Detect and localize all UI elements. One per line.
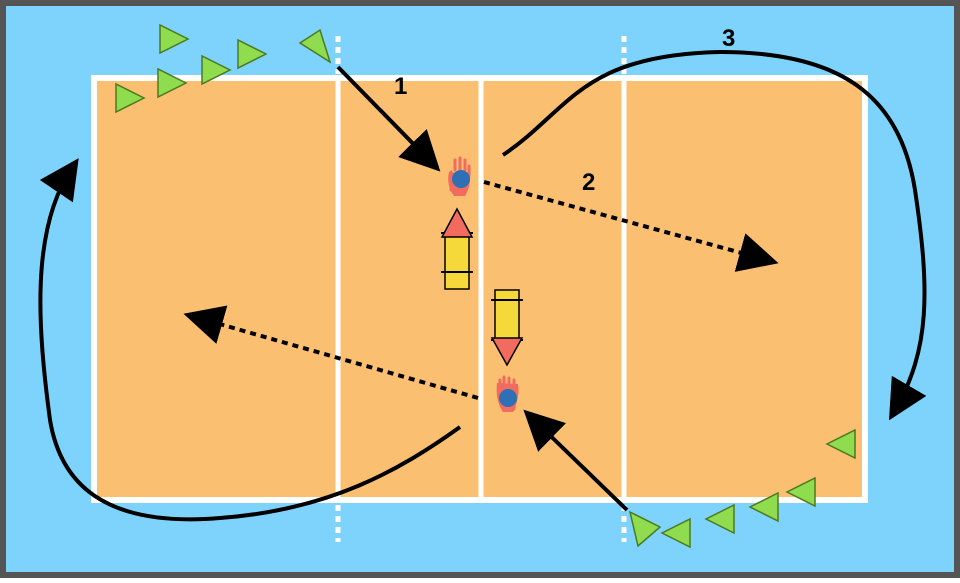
player-marker <box>115 82 146 114</box>
run-arrow-bottom <box>523 409 629 512</box>
bench-right <box>490 289 524 367</box>
player-marker <box>237 38 268 70</box>
player-marker <box>201 54 232 86</box>
player-marker <box>157 67 188 99</box>
player-marker <box>159 23 190 55</box>
player-marker <box>628 510 662 548</box>
step-label-2: 2 <box>582 169 595 196</box>
rotation-arrow-left <box>38 158 462 522</box>
ball-icon <box>499 389 517 407</box>
players-top-left <box>115 23 332 114</box>
rotation-arrow-3 <box>501 49 927 421</box>
bench-left <box>440 207 474 290</box>
player-marker <box>660 517 691 549</box>
step-label-1: 1 <box>394 73 407 100</box>
player-marker <box>298 28 332 64</box>
player-marker <box>785 476 816 508</box>
cone-icon <box>440 207 474 238</box>
step-label-3: 3 <box>722 25 735 52</box>
player-marker <box>748 491 779 523</box>
pass-arrow-2 <box>483 180 779 272</box>
players-bottom-right <box>628 428 856 549</box>
player-marker <box>825 428 856 460</box>
feeder-top <box>448 156 471 196</box>
ball-icon <box>452 170 470 188</box>
run-arrow-1 <box>336 65 441 172</box>
feeder-bottom <box>496 375 519 412</box>
player-marker <box>704 503 735 535</box>
cone-icon <box>490 337 524 367</box>
pass-arrow-bottom <box>183 305 479 400</box>
